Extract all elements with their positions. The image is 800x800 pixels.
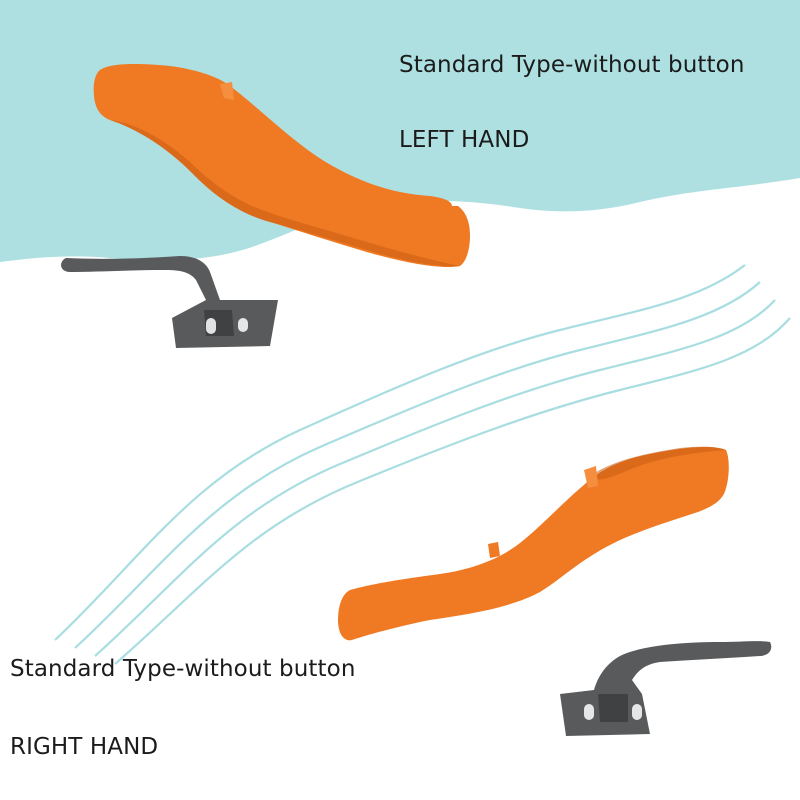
- orange-lever-handle-right-icon: [338, 446, 729, 641]
- gray-latch-left-icon: [61, 256, 278, 348]
- decorative-wave-lines: [54, 264, 791, 665]
- right-hand-title: Standard Type-without button: [10, 656, 356, 682]
- right-hand-label: RIGHT HAND: [10, 734, 159, 760]
- left-hand-label: LEFT HAND: [399, 127, 530, 153]
- wave-background: [0, 0, 800, 262]
- left-hand-title: Standard Type-without button: [399, 52, 745, 78]
- orange-lever-handle-left-icon: [93, 64, 471, 268]
- gray-latch-right-icon: [560, 641, 772, 736]
